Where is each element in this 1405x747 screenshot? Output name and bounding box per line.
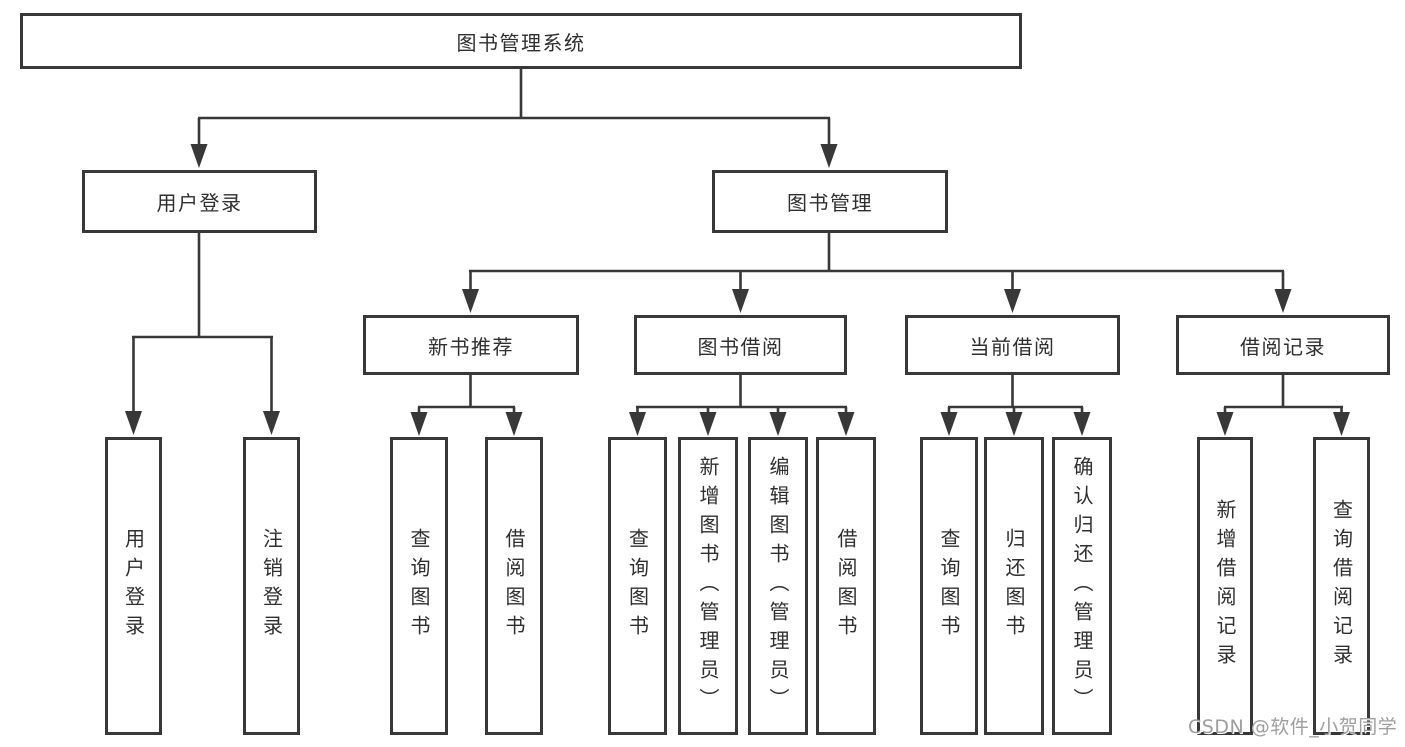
leaf-confirm-return-admin-label: 确认归还（管理员） <box>1070 455 1094 717</box>
leaf-add-book-admin-label: 新增图书（管理员） <box>696 455 720 717</box>
node-user-login-label: 用户登录 <box>156 191 243 215</box>
leaf-logout-label: 注销登录 <box>259 528 284 644</box>
leaf-query-borrow-record-label: 查询借阅记录 <box>1329 499 1354 673</box>
node-current-borrowing-label: 当前借阅 <box>969 334 1056 359</box>
leaf-query-books-current-label: 查询图书 <box>937 528 961 644</box>
node-root: 图书管理系统 <box>20 13 1022 69</box>
leaf-query-borrow-record: 查询借阅记录 <box>1313 437 1370 735</box>
node-borrowing-records: 借阅记录 <box>1176 315 1390 375</box>
leaf-borrow-books-recommend-label: 借阅图书 <box>502 528 526 644</box>
leaf-borrow-books-borrowing-label: 借阅图书 <box>834 528 858 644</box>
node-root-label: 图书管理系统 <box>456 30 586 55</box>
leaf-add-borrow-record: 新增借阅记录 <box>1197 437 1253 735</box>
leaf-add-borrow-record-label: 新增借阅记录 <box>1213 499 1237 673</box>
arrowheads <box>125 144 1350 436</box>
leaf-borrow-books-borrowing: 借阅图书 <box>816 437 876 735</box>
leaf-logout: 注销登录 <box>243 437 300 735</box>
leaf-user-login: 用户登录 <box>105 437 162 735</box>
node-book-borrowing-label: 图书借阅 <box>697 334 784 359</box>
node-new-book-recommendation-label: 新书推荐 <box>428 334 514 359</box>
node-new-book-recommendation: 新书推荐 <box>363 315 579 375</box>
leaf-query-books-borrowing: 查询图书 <box>608 437 667 735</box>
node-book-borrowing: 图书借阅 <box>634 315 847 375</box>
leaf-return-books: 归还图书 <box>984 437 1044 735</box>
node-borrowing-records-label: 借阅记录 <box>1240 334 1326 359</box>
node-book-management-label: 图书管理 <box>787 191 873 215</box>
csdn-watermark: CSDN @软件_小贺同学 <box>1188 716 1398 738</box>
leaf-user-login-label: 用户登录 <box>121 528 146 644</box>
leaf-confirm-return-admin: 确认归还（管理员） <box>1052 437 1112 735</box>
leaf-query-books-borrowing-label: 查询图书 <box>625 528 650 644</box>
leaf-query-books-current: 查询图书 <box>920 437 978 735</box>
leaf-edit-book-admin: 编辑图书（管理员） <box>748 437 808 735</box>
leaf-borrow-books-recommend: 借阅图书 <box>485 437 543 735</box>
leaf-return-books-label: 归还图书 <box>1002 528 1026 644</box>
node-user-login: 用户登录 <box>82 170 317 233</box>
leaf-edit-book-admin-label: 编辑图书（管理员） <box>766 455 790 717</box>
leaf-add-book-admin: 新增图书（管理员） <box>678 437 738 735</box>
leaf-query-books-recommend-label: 查询图书 <box>407 528 431 644</box>
tree-edges <box>132 69 1343 416</box>
node-current-borrowing: 当前借阅 <box>905 315 1120 375</box>
leaf-query-books-recommend: 查询图书 <box>390 437 448 735</box>
node-book-management: 图书管理 <box>712 170 948 233</box>
